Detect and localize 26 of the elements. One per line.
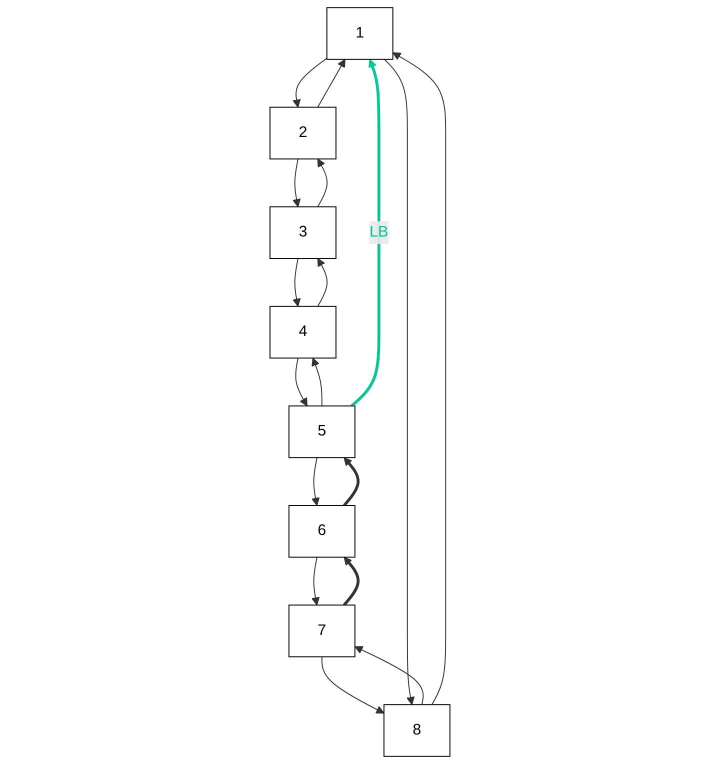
node-box: 4 — [269, 306, 336, 359]
edge-label: LB — [369, 224, 388, 240]
arrow — [292, 58, 327, 108]
arrow — [316, 258, 328, 307]
arrow — [292, 158, 300, 208]
node-box: 8 — [383, 704, 450, 757]
arrow — [350, 58, 380, 408]
arrow — [354, 646, 424, 706]
node-box: 7 — [288, 604, 355, 658]
arrow — [342, 556, 360, 606]
arrow — [384, 58, 414, 706]
arrow — [316, 58, 345, 108]
arrow — [311, 358, 322, 406]
node-box: 2 — [269, 106, 336, 160]
node-box: 6 — [288, 505, 355, 558]
node-box: 5 — [288, 405, 355, 458]
arrow — [292, 258, 300, 307]
arrow — [342, 457, 360, 506]
arrow — [310, 457, 320, 506]
arrow — [310, 556, 320, 606]
node-box: 3 — [269, 206, 336, 259]
arrow — [294, 358, 308, 406]
arrow — [316, 158, 328, 208]
arrow — [320, 656, 384, 714]
node-box: 1 — [326, 7, 393, 60]
arrow — [392, 52, 446, 706]
